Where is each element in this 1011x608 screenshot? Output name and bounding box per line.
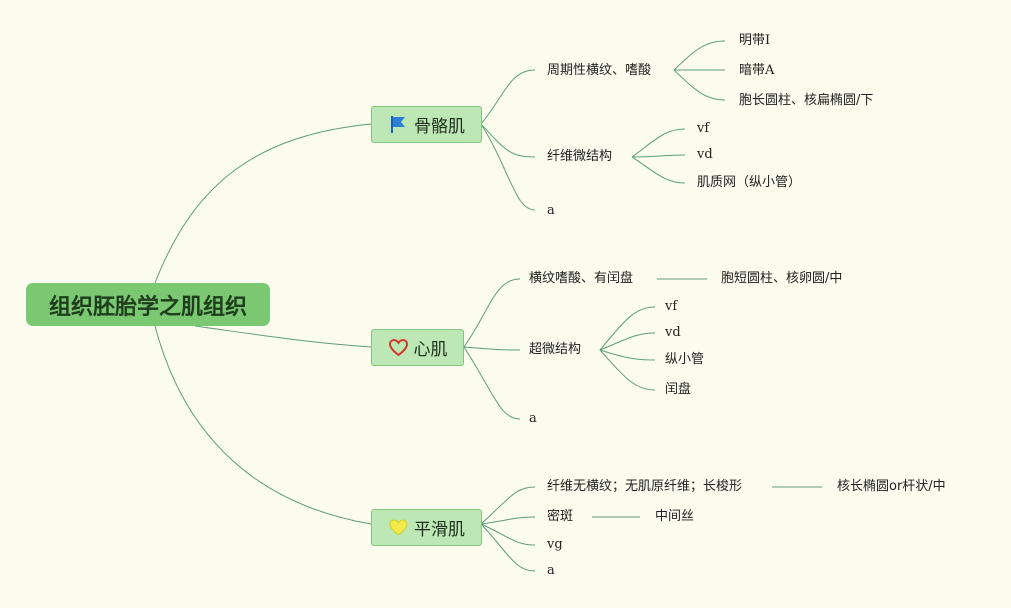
cardiac-ultrastructure[interactable]: 超微结构: [529, 342, 582, 357]
link-ca-ultra-vf: [599, 306, 656, 351]
branch-label: 平滑肌: [414, 520, 465, 540]
skeletal-a[interactable]: a: [547, 203, 555, 218]
cardiac-cell-shape[interactable]: 胞短圆柱、核卵圆/中: [721, 271, 843, 286]
smooth-intermediate-filament[interactable]: 中间丝: [655, 509, 695, 524]
link-smooth-dense: [480, 516, 536, 525]
branch-label: 心肌: [413, 340, 448, 360]
link-skeletal-a: [480, 123, 536, 211]
smooth-nucleus[interactable]: 核长椭圆or杆状/中: [837, 479, 946, 494]
cardiac-longitudinal-tubule[interactable]: 纵小管: [665, 352, 705, 367]
link-sk-ultra-sr: [631, 156, 686, 184]
branch-label: 骨骼肌: [414, 117, 465, 137]
link-root-smooth: [154, 325, 372, 525]
skeletal-dark-band[interactable]: 暗带A: [739, 63, 775, 78]
cardiac-vd[interactable]: vd: [665, 325, 681, 340]
skeletal-vf[interactable]: vf: [697, 121, 710, 136]
link-skeletal-periodic: [480, 69, 536, 125]
smooth-dense-body[interactable]: 密斑: [547, 509, 574, 524]
link-cardiac-ultra: [463, 346, 521, 351]
link-cardiac-a: [463, 346, 521, 420]
link-smooth-a: [480, 523, 536, 572]
branch-skeletal-muscle[interactable]: 骨骼肌: [371, 106, 482, 143]
branch-cardiac-muscle[interactable]: 心肌: [371, 329, 464, 366]
link-periodic-shape: [673, 69, 726, 101]
link-sk-ultra-vf: [631, 128, 686, 158]
link-cardiac-striation: [463, 278, 521, 348]
link-smooth-vg: [480, 523, 536, 546]
heart-outline-icon: [388, 337, 409, 358]
skeletal-ultrastructure[interactable]: 纤维微结构: [547, 149, 613, 164]
yellow-heart-icon: [388, 517, 409, 538]
link-skeletal-ultra: [480, 123, 536, 158]
link-smooth-fiber: [480, 486, 536, 525]
link-ca-ultra-disc: [599, 349, 656, 391]
cardiac-intercalated-disc[interactable]: 闰盘: [665, 382, 692, 397]
root-topic[interactable]: 组织胚胎学之肌组织: [26, 283, 270, 326]
smooth-fiber[interactable]: 纤维无横纹；无肌原纤维；长梭形: [547, 479, 743, 494]
skeletal-bright-band[interactable]: 明带I: [739, 33, 771, 48]
link-ca-ultra-vd: [599, 332, 656, 351]
cardiac-vf[interactable]: vf: [665, 299, 678, 314]
smooth-vg[interactable]: vg: [547, 537, 563, 552]
cardiac-a[interactable]: a: [529, 411, 537, 426]
skeletal-cell-shape[interactable]: 胞长圆柱、核扁椭圆/下: [739, 93, 874, 108]
skeletal-periodic[interactable]: 周期性横纹、嗜酸: [547, 63, 652, 78]
link-periodic-i: [673, 40, 726, 71]
link-root-skeletal: [154, 123, 372, 284]
cardiac-striation[interactable]: 横纹嗜酸、有闰盘: [529, 271, 634, 286]
flag-icon: [388, 114, 409, 135]
link-ca-ultra-long: [599, 349, 656, 361]
skeletal-vd[interactable]: vd: [697, 147, 713, 162]
smooth-a[interactable]: a: [547, 563, 555, 578]
skeletal-sarcoplasmic-reticulum[interactable]: 肌质网（纵小管）: [697, 175, 802, 190]
link-root-cardiac: [194, 325, 372, 348]
link-sk-ultra-vd: [631, 154, 686, 158]
branch-smooth-muscle[interactable]: 平滑肌: [371, 509, 482, 546]
